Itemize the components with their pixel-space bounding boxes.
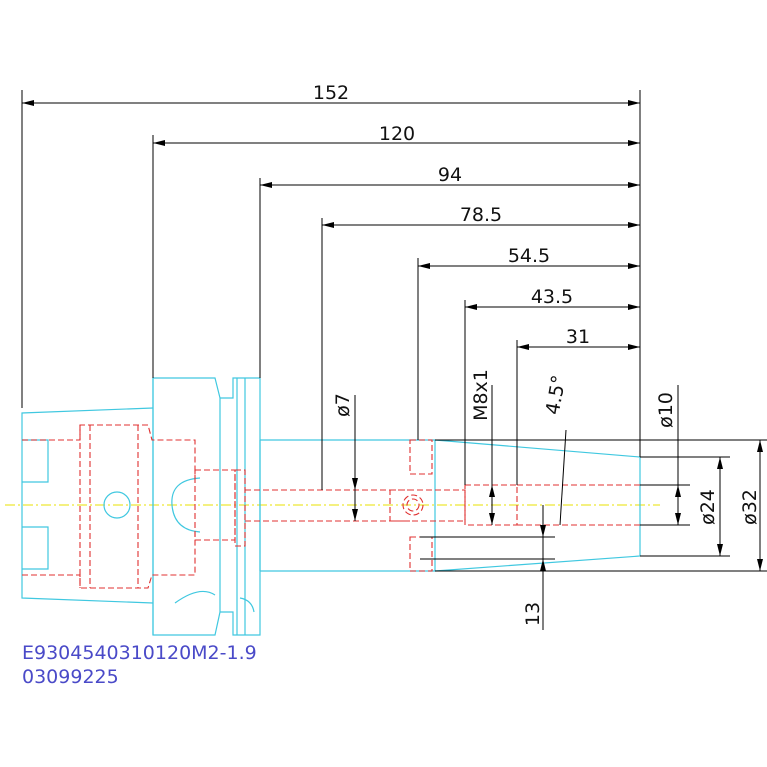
dim-54-5: 54.5 [508,245,550,267]
dimension-lines [21,90,767,630]
part-code: E9304540310120M2-1.9 [22,642,257,664]
dim-31: 31 [566,326,590,348]
part-number: 03099225 [22,666,119,688]
dim-120: 120 [379,123,415,145]
hidden-lines [22,424,640,589]
dim-thread: M8x1 [470,369,492,421]
dim-78-5: 78.5 [460,204,502,226]
dim-dia7: ø7 [332,393,354,417]
dim-dia32: ø32 [739,489,761,525]
dim-dia10: ø10 [655,392,677,428]
dim-13: 13 [522,602,544,626]
dim-dia24: ø24 [697,489,719,525]
tool-outline [21,377,641,636]
dim-angle: 4.5° [542,373,571,416]
dim-94: 94 [438,164,462,186]
dim-152: 152 [313,82,349,104]
dim-43-5: 43.5 [531,286,573,308]
